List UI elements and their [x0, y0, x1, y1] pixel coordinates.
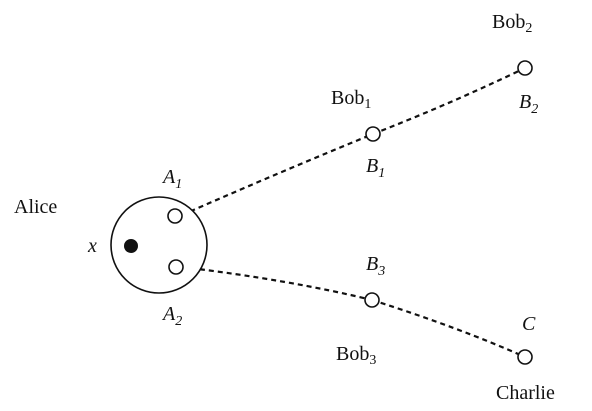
bob1-label: Bob1: [331, 87, 371, 112]
node-a1: [167, 208, 183, 224]
bob2-name: Bob: [492, 11, 525, 33]
bob3-name: Bob: [336, 343, 369, 365]
b1-label: B1: [366, 155, 385, 181]
node-b3: [364, 292, 380, 308]
a2-sub: 2: [175, 314, 182, 329]
a2-letter: A: [161, 303, 176, 325]
bob3-sub: 3: [369, 353, 376, 368]
b3-sub: 3: [377, 264, 385, 279]
charlie-label: Charlie: [496, 382, 555, 404]
x-label: x: [87, 235, 97, 257]
a1-letter: A: [161, 166, 176, 188]
node-b1: [365, 126, 381, 142]
link-b1-b2: [372, 67, 526, 136]
b1-letter: B: [366, 155, 378, 177]
bob1-sub: 1: [364, 97, 371, 112]
bob3-label: Bob3: [336, 343, 376, 368]
b2-sub: 2: [531, 102, 538, 117]
c-label: C: [522, 313, 536, 335]
b2-letter: B: [519, 91, 531, 113]
b2-label: B2: [519, 91, 538, 117]
link-a1-b1: [181, 132, 374, 217]
node-b2: [517, 60, 533, 76]
link-b3-c: [371, 298, 526, 359]
bob2-sub: 2: [525, 21, 532, 36]
bob2-label: Bob2: [492, 11, 532, 36]
source-x-dot: [124, 239, 138, 253]
a2-label: A2: [161, 303, 182, 329]
alice-label: Alice: [14, 196, 57, 218]
bob1-name: Bob: [331, 87, 364, 109]
node-a2: [168, 259, 184, 275]
b3-label: B3: [366, 253, 385, 279]
node-c: [517, 349, 533, 365]
link-a2-b3: [181, 265, 373, 302]
b3-letter: B: [366, 253, 378, 275]
a1-sub: 1: [175, 177, 182, 192]
b1-sub: 1: [378, 166, 385, 181]
a1-label: A1: [161, 166, 182, 192]
